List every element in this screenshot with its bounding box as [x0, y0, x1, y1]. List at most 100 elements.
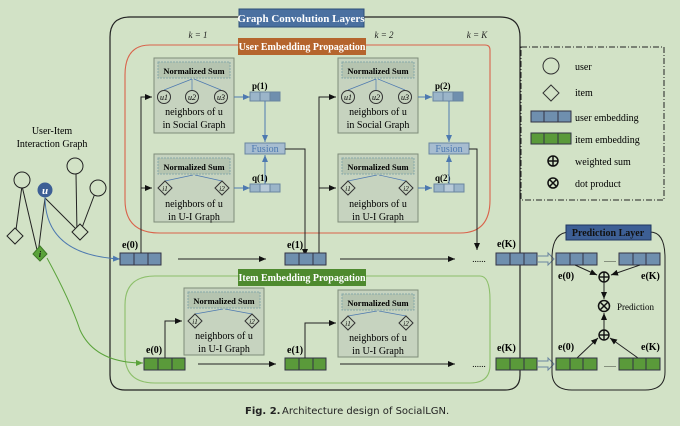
ui-caption-line1: neighbors of u: [349, 199, 407, 210]
normsum-title: Normalized Sum: [163, 162, 224, 172]
pred-euK-embedding: [618, 252, 661, 266]
target-user-label: u: [42, 185, 48, 197]
neighbor-label: u2: [372, 93, 380, 102]
neighbor-item-node: [187, 313, 203, 329]
item-node: [71, 223, 89, 241]
fusion-label: Fusion: [435, 144, 462, 155]
arrow: [576, 337, 599, 359]
pred-eiK-embedding: [618, 357, 661, 371]
neighbor-user-node: [369, 90, 383, 104]
social-normsum-box-k2: [337, 57, 419, 134]
prediction-layer-box: [551, 231, 666, 391]
neighbor-label: u2: [188, 93, 196, 102]
arrow: [609, 337, 639, 359]
neighbor-label: u3: [217, 93, 225, 102]
interaction-graph-title-line1: User-Item: [32, 126, 73, 137]
user-init-arrow: [44, 196, 121, 262]
caption-prefix: Fig. 2.: [245, 406, 280, 417]
ui-neighbors-k1: [164, 174, 223, 182]
p2-embedding: [432, 91, 464, 102]
target-item-label: i: [39, 250, 42, 259]
legend-user-embedding-icon: [530, 110, 572, 123]
p2-label: p(2): [435, 81, 451, 91]
fusion-to-e1-arrow: [285, 148, 308, 256]
neighbor-user-node: [185, 90, 199, 104]
layer-label-k2: k = 2: [374, 30, 394, 40]
pred-ei0-label: e(0): [558, 342, 574, 353]
legend-user-icon: [542, 57, 560, 75]
eu1-label: e(1): [287, 240, 303, 251]
q2-label: q(2): [435, 173, 451, 183]
pred-eu0-label: e(0): [558, 271, 574, 282]
neighbor-label: i1: [345, 320, 350, 328]
normsum-title: Normalized Sum: [347, 298, 408, 308]
social-caption-line1: neighbors of u: [349, 107, 407, 118]
ei0-embedding: [143, 357, 186, 371]
item-propagation-box: [124, 275, 491, 384]
neighbor-label: i2: [219, 185, 225, 193]
ui-normsum-box-k1: [153, 153, 235, 223]
ellipsis: ......: [472, 359, 486, 369]
legend-item-embedding-label: item embedding: [575, 135, 640, 146]
legend-dot-product-label: dot product: [575, 179, 621, 190]
neighbor-item-node: [340, 180, 356, 196]
eu0-label: e(0): [122, 240, 138, 251]
normsum-title: Normalized Sum: [193, 296, 254, 306]
item-prop-title: Item Embedding Propagation: [238, 273, 365, 284]
ei1-embedding: [284, 357, 327, 371]
ui-caption-line1: neighbors of u: [195, 331, 253, 342]
gcl-outer-box: [109, 16, 521, 391]
legend-oplus-icon: [547, 155, 559, 167]
arrow: [304, 320, 336, 358]
p1-embedding: [249, 91, 281, 102]
item-prop-title-box: [238, 269, 366, 286]
normsum-title: Normalized Sum: [347, 66, 408, 76]
neighbor-label: u1: [160, 93, 168, 102]
pred-eu0-embedding: [555, 252, 598, 266]
legend-weighted-sum-label: weighted sum: [575, 157, 631, 168]
neighbor-label: i2: [403, 320, 409, 328]
pred-euK-label: e(K): [641, 271, 660, 282]
prediction-title: Prediction Layer: [572, 228, 645, 239]
p1-label: p(1): [252, 81, 268, 91]
neighbor-user-node: [398, 90, 412, 104]
neighbor-item-node: [340, 315, 356, 331]
user-prop-title: User Embedding Propagation: [239, 42, 366, 53]
prediction-label: Prediction: [617, 302, 654, 312]
ui-normsum-box-k2: [337, 153, 419, 223]
social-caption-line1: neighbors of u: [165, 107, 223, 118]
eiK-embedding: [495, 357, 538, 371]
eiK-label: e(K): [497, 343, 516, 354]
neighbor-label: u3: [401, 93, 409, 102]
ui-caption-line2: in U-I Graph: [352, 212, 404, 223]
hollow-arrow: [537, 356, 555, 372]
neighbor-label: i2: [249, 318, 255, 326]
legend-item-icon: [542, 84, 560, 102]
ui-caption-line1: neighbors of u: [349, 333, 407, 344]
target-user-node: [37, 182, 53, 198]
neighbor-user-node: [341, 90, 355, 104]
ui-caption-line2: in U-I Graph: [198, 344, 250, 355]
ei0-label: e(0): [146, 345, 162, 356]
ui-caption-line2: in U-I Graph: [352, 346, 404, 357]
layer-label-kK: k = K: [467, 30, 489, 40]
legend-user-label: user: [575, 62, 592, 73]
euK-embedding: [495, 252, 538, 266]
neighbor-item-node: [398, 180, 414, 196]
item-weighted-sum-icon: [598, 329, 610, 341]
fusion-label: Fusion: [251, 144, 278, 155]
user-propagation-box: [124, 44, 491, 234]
neighbor-item-node: [398, 315, 414, 331]
caption-text: Architecture design of SocialLGN.: [282, 406, 449, 417]
social-caption-line2: in Social Graph: [347, 120, 410, 131]
neighbor-label: i2: [403, 185, 409, 193]
social-caption-line2: in Social Graph: [163, 120, 226, 131]
ellipsis: ......: [604, 360, 616, 369]
neighbor-user-node: [214, 90, 228, 104]
ui-caption-line1: neighbors of u: [165, 199, 223, 210]
arrow: [140, 94, 152, 253]
social-neighbors-k1: [163, 78, 222, 91]
dot-product-icon: [597, 299, 611, 313]
neighbor-label: u1: [344, 93, 352, 102]
